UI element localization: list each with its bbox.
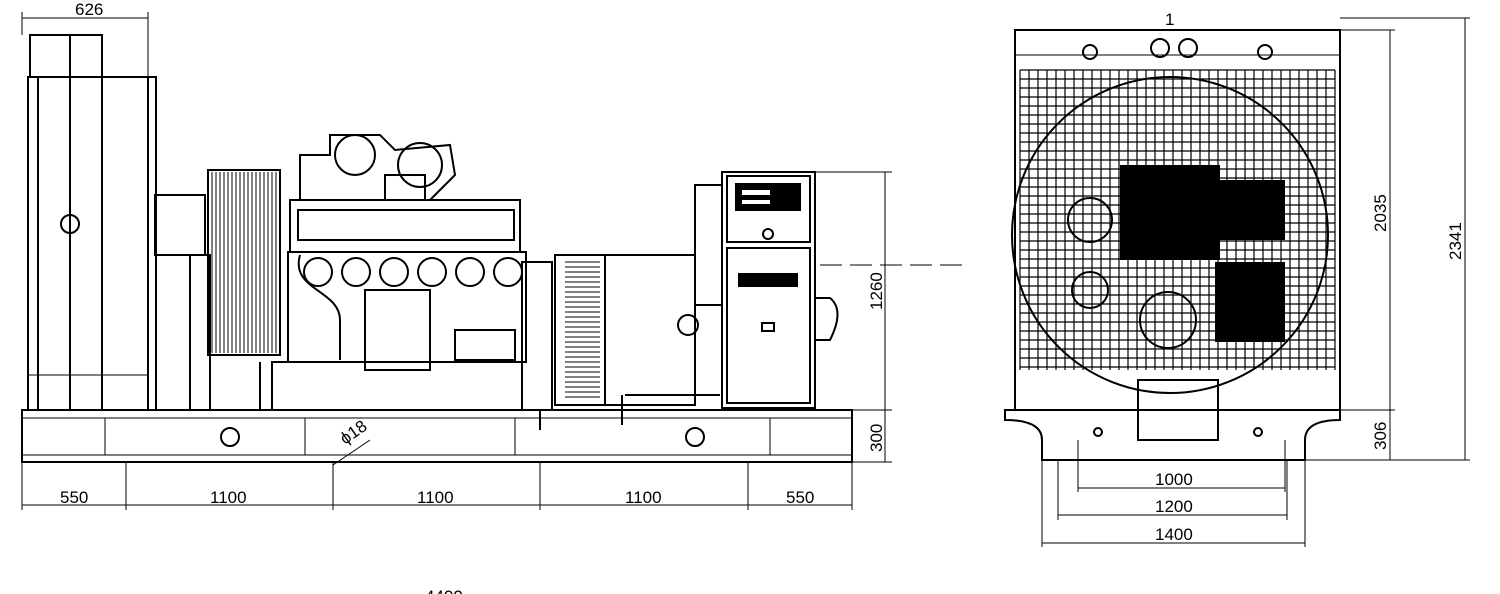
cylinder-head [341, 257, 371, 287]
dim-306: 306 [1371, 422, 1390, 450]
fan-guard [154, 169, 281, 411]
side-dimensions: 626 550 1100 1100 1100 550 4400 ϕ18 1260… [21, 0, 970, 594]
dim-300: 300 [867, 424, 886, 452]
cylinder-head [455, 257, 485, 287]
cylinder-head [493, 257, 523, 287]
dim-1200: 1200 [1155, 497, 1193, 516]
cylinder-head [303, 257, 333, 287]
dim-1000: 1000 [1155, 470, 1193, 489]
control-panel[interactable] [721, 171, 839, 409]
side-view: 626 550 1100 1100 1100 550 4400 ϕ18 1260… [21, 0, 970, 594]
dim-626: 626 [75, 0, 103, 19]
alternator [554, 184, 723, 425]
dim-top-mark: 1 [1165, 10, 1174, 29]
dim-overall-length: 4400 [425, 587, 463, 594]
dim-1260: 1260 [867, 272, 886, 310]
front-view: 1 2035 306 2341 1000 1200 1400 [1004, 10, 1470, 547]
dim-seg-1: 550 [60, 488, 88, 507]
radiator [27, 34, 157, 411]
dim-seg-4: 1100 [625, 488, 662, 507]
dim-1400: 1400 [1155, 525, 1193, 544]
cylinder-head [379, 257, 409, 287]
dim-seg-5: 550 [786, 488, 814, 507]
dim-2035: 2035 [1371, 194, 1390, 232]
dim-seg-3: 1100 [417, 488, 454, 507]
dim-2341: 2341 [1446, 222, 1465, 260]
dim-seg-2: 1100 [210, 488, 247, 507]
cylinder-head [417, 257, 447, 287]
base-frame [21, 409, 853, 463]
engine [259, 134, 553, 430]
